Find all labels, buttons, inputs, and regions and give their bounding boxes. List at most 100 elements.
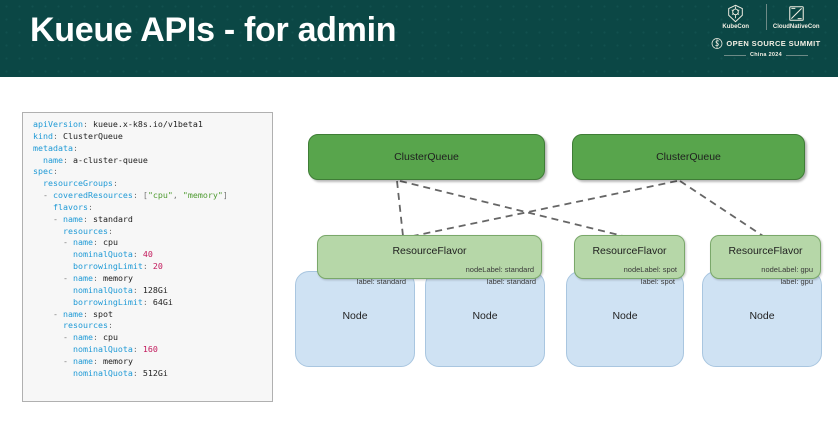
code-token: - [43, 190, 53, 201]
code-token: name [62, 308, 83, 319]
code-token: : [92, 332, 98, 343]
code-token: : [92, 237, 98, 248]
code-token: name [72, 237, 93, 248]
resource-flavor-box: ResourceFlavor nodeLabel: gpu [710, 235, 821, 279]
code-token: : [132, 190, 138, 201]
connector-line [396, 180, 404, 237]
cluster-queue-box: ClusterQueue [572, 134, 805, 180]
yaml-code-block: apiVersion: kueue.x-k8s.io/v1beta1 kind:… [22, 112, 273, 402]
cloudnativecon-label: CloudNativeCon [772, 24, 820, 30]
yaml-code-text: apiVersion: kueue.x-k8s.io/v1beta1 kind:… [33, 119, 264, 380]
code-token: "memory" [182, 190, 223, 201]
node-label-chip: label: spot [640, 277, 675, 286]
kubecon-label: KubeCon [722, 24, 750, 30]
code-token: : [112, 178, 118, 189]
code-token: - [52, 213, 63, 224]
slide-header: Kueue APIs - for admin KubeCon CloudNati… [0, 0, 838, 77]
code-token: borrowingLimit [72, 261, 143, 272]
code-token: : [92, 272, 98, 283]
node-label-chip: label: gpu [780, 277, 813, 286]
node-label-chip: label: standard [356, 277, 406, 286]
connector-line [679, 180, 764, 237]
resource-flavor-nodelabel: nodeLabel: spot [623, 265, 677, 274]
code-token: ClusterQueue [57, 130, 123, 141]
cluster-queue-box: ClusterQueue [308, 134, 545, 180]
conference-logo-lockup: KubeCon CloudNativeCon OPEN SOURCE SUMMI… [708, 4, 824, 62]
connector-line [399, 180, 624, 237]
code-token: a-cluster-queue [67, 154, 148, 165]
code-token: : [87, 201, 93, 212]
code-token: kueue.x-k8s.io/v1beta1 [87, 119, 203, 129]
code-token: apiVersion [33, 119, 83, 129]
resource-flavor-box: ResourceFlavor nodeLabel: spot [574, 235, 685, 279]
open-source-summit-label: OPEN SOURCE SUMMIT [726, 39, 821, 48]
code-token: : [82, 213, 88, 224]
code-token: 512Gi [137, 367, 168, 378]
code-token: - [52, 308, 63, 319]
resource-flavor-title: ResourceFlavor [728, 245, 803, 257]
code-token: coveredResources [53, 190, 133, 201]
node-title: Node [342, 310, 368, 322]
header-dot-pattern [0, 0, 838, 77]
code-token: name [72, 272, 93, 283]
code-token: 40 [142, 249, 153, 260]
logo-divider [765, 4, 767, 30]
node-title: Node [749, 310, 775, 322]
code-token: 128Gi [137, 284, 168, 295]
code-token: cpu [97, 332, 118, 343]
code-token: standard [87, 213, 133, 224]
conference-year-label: China 2024 [749, 52, 783, 58]
code-token: nominalQuota [72, 367, 133, 378]
code-token: nominalQuota [72, 284, 133, 295]
code-token: : [82, 119, 88, 129]
kubecon-logo: KubeCon [708, 4, 764, 30]
connector-line [412, 180, 678, 237]
code-token: : [52, 166, 58, 177]
node-title: Node [472, 310, 498, 322]
code-token: name [72, 332, 93, 343]
code-token: kind [33, 130, 53, 141]
year-rule-left [723, 54, 746, 56]
resource-flavor-nodelabel: nodeLabel: standard [465, 265, 534, 274]
page-title: Kueue APIs - for admin [30, 11, 397, 49]
code-token: name [43, 154, 63, 165]
code-token: - [62, 355, 73, 366]
code-token: flavors [52, 201, 88, 212]
code-token: : [142, 296, 148, 307]
code-token: - [62, 237, 73, 248]
code-token: : [72, 142, 78, 153]
code-token: : [107, 225, 113, 236]
code-token: : [62, 154, 68, 165]
cloudnativecon-logo: CloudNativeCon [768, 4, 824, 30]
node-label-chip: label: standard [486, 277, 536, 286]
code-token: : [132, 249, 138, 260]
code-token: : [142, 261, 148, 272]
code-token: metadata [33, 142, 73, 153]
code-token: borrowingLimit [72, 296, 143, 307]
year-rule-right [786, 54, 809, 56]
code-token: nominalQuota [72, 249, 133, 260]
resource-flavor-nodelabel: nodeLabel: gpu [761, 265, 813, 274]
code-token: nominalQuota [72, 344, 133, 355]
code-token: : [82, 308, 88, 319]
resource-flavor-title: ResourceFlavor [592, 245, 667, 257]
code-token: 64Gi [147, 296, 173, 307]
code-token: 160 [142, 344, 158, 355]
code-token: , [172, 190, 183, 201]
code-token: 20 [152, 261, 163, 272]
code-token: : [132, 367, 138, 378]
code-token: cpu [97, 237, 118, 248]
code-token: name [62, 213, 83, 224]
code-token: - [62, 272, 73, 283]
code-token: [ [137, 190, 148, 201]
code-token: name [72, 355, 93, 366]
code-token: resources [62, 225, 108, 236]
code-token: "cpu" [147, 190, 173, 201]
code-token: spec [33, 166, 53, 177]
code-token: resourceGroups [43, 178, 113, 189]
